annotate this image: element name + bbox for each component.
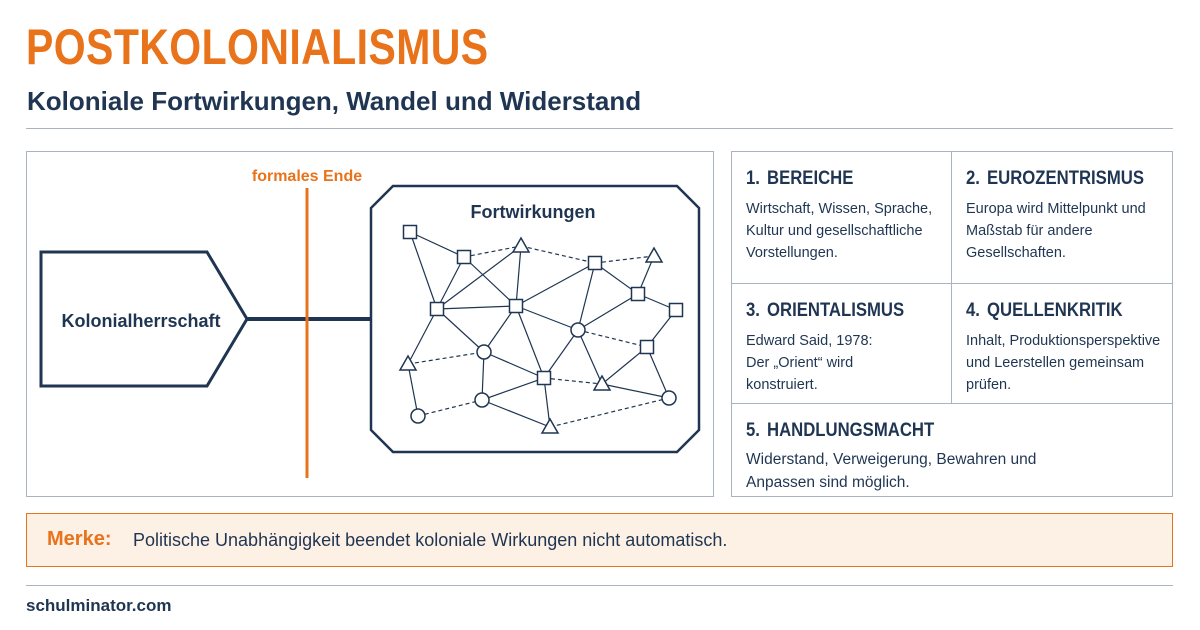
network-node-triangle [644, 246, 664, 263]
card-text: Inhalt, Produktionsperspektive und Leers… [966, 333, 1161, 393]
network-edge [601, 383, 670, 399]
network-edge [543, 377, 603, 385]
network-edge [417, 399, 483, 417]
network-edge [601, 346, 648, 385]
network-edge [483, 305, 517, 353]
network-node-square [587, 255, 603, 271]
page-subtitle: Koloniale Fortwirkungen, Wandel und Wide… [27, 86, 642, 116]
card-title: ORIENTALISMUS [766, 300, 905, 321]
card-text: Wirtschaft, Wissen, Sprache, Kultur und … [746, 201, 933, 261]
network-edge [407, 363, 419, 417]
network-edge [407, 351, 485, 365]
network-node-circle [474, 392, 490, 408]
card-text: Europa wird Mittelpunkt und Maßstab für … [966, 201, 1146, 261]
card-bereiche: 1. BEREICHE Wirtschaft, Wissen, Sprache, … [732, 152, 952, 284]
card-number: 1. [746, 168, 760, 189]
network-node-triangle [511, 236, 531, 253]
card-heading: 1. BEREICHE [746, 168, 853, 190]
key-takeaway-label: Merke: [47, 528, 112, 550]
network-node-triangle [540, 417, 560, 434]
network-node-circle [570, 322, 586, 338]
network-edge [436, 245, 522, 310]
footer-site: schulminator.com [26, 596, 172, 615]
network-edge [481, 351, 485, 401]
network-edge [577, 329, 648, 348]
card-text: Edward Said, 1978: Der „Orient“ wird kon… [746, 333, 873, 393]
card-eurozentrismus: 2. EUROZENTRISMUS Europa wird Mittelpunkt… [952, 152, 1172, 284]
footer-divider [26, 585, 1173, 586]
network-edge [407, 308, 438, 365]
network-node-circle [661, 390, 677, 406]
key-takeaway-box: Merke: Politische Unabhängigkeit beendet… [26, 513, 1173, 567]
network-node-triangle [398, 354, 418, 371]
network-edge [481, 377, 545, 401]
network-edge [409, 231, 438, 310]
network-edge [577, 293, 639, 331]
network-edge [594, 255, 655, 264]
network-edge [520, 245, 596, 264]
network-node-square [456, 249, 472, 265]
network-edge [515, 245, 522, 307]
network-edge [436, 305, 517, 310]
network-node-triangle [592, 374, 612, 391]
card-orientalismus: 3. ORIENTALISMUS Edward Said, 1978: Der „… [732, 284, 952, 404]
card-number: 4. [966, 300, 980, 321]
network-node-square [429, 301, 445, 317]
network-edge [515, 305, 579, 331]
card-heading: 4. QUELLENKRITIK [966, 300, 1123, 322]
formal-end-label: formales Ende [252, 168, 362, 185]
card-title: EUROZENTRISMUS [986, 168, 1144, 189]
card-quellenkritik: 4. QUELLENKRITIK Inhalt, Produktionspersp… [952, 284, 1172, 404]
header-divider [26, 128, 1173, 129]
network-node-circle [410, 408, 426, 424]
card-heading: 3. ORIENTALISMUS [746, 300, 904, 322]
card-heading: 2. EUROZENTRISMUS [966, 168, 1144, 190]
network-node-square [630, 286, 646, 302]
concept-cards: 1. BEREICHE Wirtschaft, Wissen, Sprache, … [731, 151, 1173, 497]
network-edge [646, 346, 670, 399]
network-node-square [668, 302, 684, 318]
network-edge [481, 399, 551, 428]
colonial-rule-shape [39, 250, 249, 388]
network-edge [463, 245, 522, 258]
diagram-canvas: Kolonialherrschaft formales Ende Fortwir… [39, 168, 701, 478]
network-edge [463, 256, 517, 307]
network-edge [409, 231, 465, 258]
key-takeaway-text: Politische Unabhängigkeit beendet koloni… [133, 530, 728, 550]
card-title: QUELLENKRITIK [986, 300, 1123, 321]
card-number: 5. [746, 420, 760, 441]
network-edge [436, 308, 485, 353]
card-title: BEREICHE [766, 168, 854, 189]
network-edge [543, 329, 579, 379]
page-title: POSTKOLONIALISMUS [26, 19, 489, 75]
network-node-square [639, 339, 655, 355]
network-edge [577, 262, 596, 331]
network-node-square [402, 224, 418, 240]
network-edge [577, 329, 603, 385]
network-node-square [508, 298, 524, 314]
network-edge [436, 256, 465, 310]
network-edge [515, 305, 545, 379]
colonial-rule-label: Kolonialherrschaft [61, 311, 220, 331]
card-text: Widerstand, Verweigerung, Bewahren und A… [746, 451, 1037, 491]
network-nodes [398, 224, 684, 434]
aftereffects-label: Fortwirkungen [471, 202, 596, 222]
network-edge [543, 377, 551, 428]
card-title: HANDLUNGSMACHT [766, 420, 935, 441]
card-number: 2. [966, 168, 980, 189]
network-node-square [536, 370, 552, 386]
card-handlungsmacht: 5. HANDLUNGSMACHT Widerstand, Verweigerun… [732, 404, 1172, 496]
card-heading: 5. HANDLUNGSMACHT [746, 420, 934, 442]
continuity-diagram: Kolonialherrschaft formales Ende Fortwir… [26, 151, 714, 497]
network-edge [483, 351, 545, 379]
network-node-circle [476, 344, 492, 360]
network-edge [515, 262, 596, 307]
network-edges [407, 231, 677, 428]
card-number: 3. [746, 300, 760, 321]
